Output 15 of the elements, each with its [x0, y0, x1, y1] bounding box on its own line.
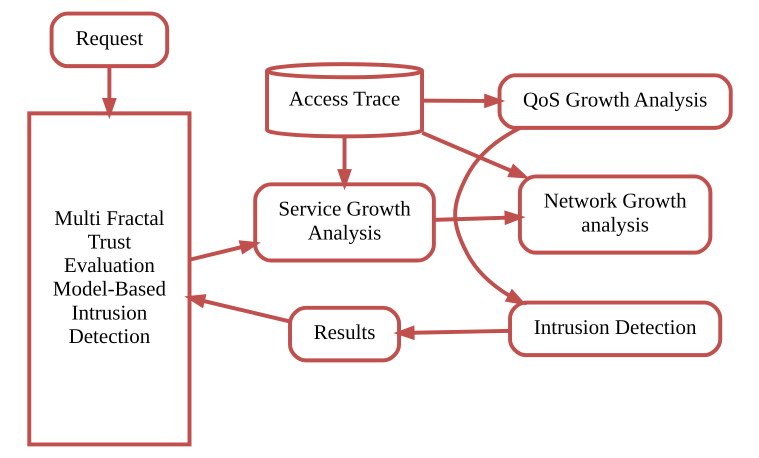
node-box: Results: [288, 306, 401, 362]
arrow: [102, 66, 116, 120]
arrow: [189, 240, 260, 262]
arrow: [392, 325, 510, 340]
node-box: Network Growth analysis: [517, 174, 712, 255]
node-box: Multi Fractal Trust Evaluation Model-Based Intrusion Detection: [26, 111, 191, 446]
node-box: Intrusion Detection: [508, 300, 722, 358]
arrow: [421, 131, 529, 179]
node-box: Service Growth Analysis: [252, 182, 436, 262]
node-box: Request: [49, 12, 169, 68]
arrow: [336, 137, 352, 190]
arrow: [422, 94, 505, 108]
arrow: [184, 294, 290, 324]
node-box: QoS Growth Analysis: [497, 73, 732, 130]
arrow: [433, 210, 526, 226]
